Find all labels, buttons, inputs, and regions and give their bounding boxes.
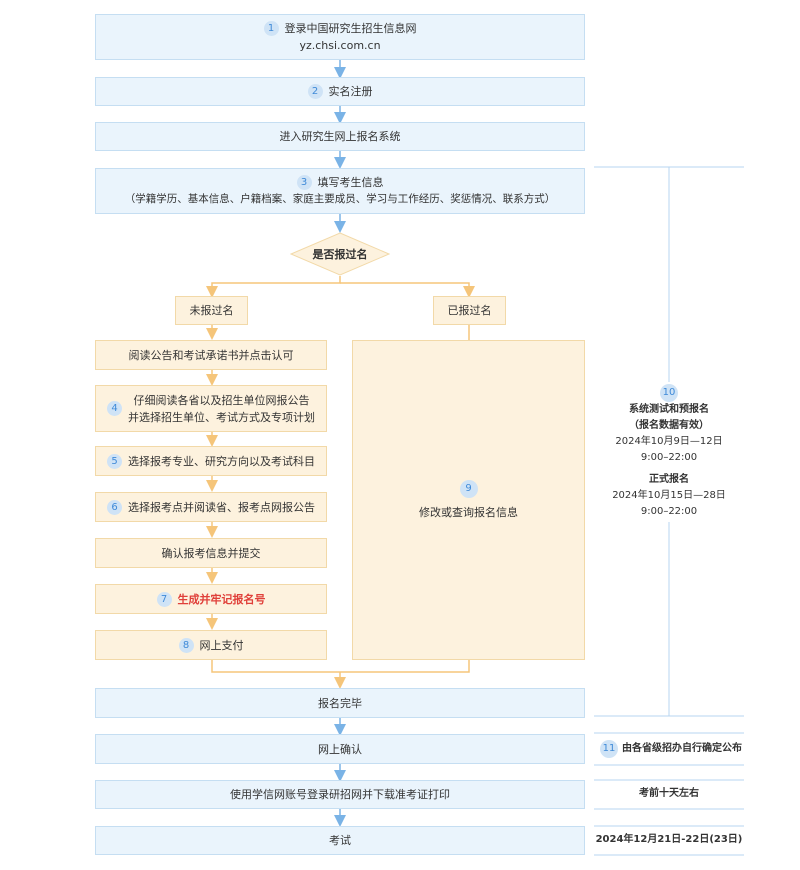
step-number-badge: 5 [107,453,122,469]
not-applied-box: 未报过名 [175,296,248,325]
step-read-province-box: 4 仔细阅读各省以及招生单位网报公告 并选择招生单位、考试方式及专项计划 [95,385,327,432]
confirm-submit-label: 确认报考信息并提交 [161,546,261,560]
not-applied-label: 未报过名 [189,304,234,317]
branch-right [340,282,475,298]
step-number-badge: 11 [600,740,618,758]
registration-done-label: 报名完毕 [318,696,362,710]
step-fill-info-box: 3 填写考生信息 （学籍学历、基本信息、户籍档案、家庭主要成员、学习与工作经历、… [95,168,585,214]
formal-period-date: 2024年10月15日—28日 [612,490,726,501]
decision-label: 是否报过名 [312,248,368,261]
read-notice-label: 阅读公告和考试承诺书并点击认可 [128,348,294,362]
step-login-box: 1 登录中国研究生招生信息网 yz.chsi.com.cn [95,14,585,60]
step-number-badge: 1 [263,21,279,36]
step-number-badge: 3 [296,175,312,190]
test-period-date: 2024年10月9日—12日 [615,436,723,447]
step-login-title: 登录中国研究生招生信息网 [284,22,417,35]
step-choose-site-box: 6 选择报考点并阅读省、报考点网报公告 [95,492,327,522]
side-schedule-panel: 10 系统测试和预报名 （报名数据有效） 2024年10月9日—12日 9:00… [604,382,734,522]
applied-box: 已报过名 [433,296,506,325]
step-read-province-line1: 仔细阅读各省以及招生单位网报公告 [133,393,310,407]
step-modify-label: 修改或查询报名信息 [419,505,518,519]
merge-line [211,660,470,673]
step-fill-info-detail: （学籍学历、基本信息、户籍档案、家庭主要成员、学习与工作经历、奖惩情况、联系方式… [124,193,556,205]
step-number-badge: 9 [459,479,478,498]
step-enter-system-box: 进入研究生网上报名系统 [95,122,585,151]
step-choose-site-label: 选择报考点并阅读省、报考点网报公告 [128,500,315,514]
step-enter-system-label: 进入研究生网上报名系统 [279,130,401,143]
step-pay-label: 网上支付 [199,638,244,652]
test-period-title: 系统测试和预报名 [629,404,709,415]
branch-left [206,276,341,298]
step-choose-major-label: 选择报考专业、研究方向以及考试科目 [128,454,315,468]
step-number-badge: 4 [107,401,122,416]
print-time-note: 考前十天左右 [639,788,699,799]
step-pay-box: 8 网上支付 [95,630,327,660]
test-period-note: （报名数据有效） [629,420,709,431]
step-number-badge: 10 [660,384,678,402]
exam-date-note: 2024年12月21日-22日(23日) [595,834,743,845]
online-confirm-label: 网上确认 [318,742,362,756]
applied-label: 已报过名 [447,304,492,317]
step-read-province-line2: 并选择招生单位、考试方式及专项计划 [128,410,315,424]
website-url: yz.chsi.com.cn [299,39,381,52]
step-generate-number-box: 7 生成并牢记报名号 [95,584,327,614]
confirm-submit-box: 确认报考信息并提交 [95,538,327,568]
step-fill-info-title: 填写考生信息 [317,176,384,189]
formal-period-title: 正式报名 [649,474,689,485]
decision-diamond: 是否报过名 [290,232,390,276]
print-ticket-box: 使用学信网账号登录研招网并下载准考证打印 [95,780,585,809]
test-period-time: 9:00–22:00 [640,452,698,463]
step-number-badge: 2 [307,84,323,99]
print-ticket-label: 使用学信网账号登录研招网并下载准考证打印 [230,788,450,801]
step-number-badge: 6 [107,499,122,515]
step-register-label: 实名注册 [328,85,373,98]
step-generate-number-label: 生成并牢记报名号 [177,592,266,606]
step-register-box: 2 实名注册 [95,77,585,106]
exam-box: 考试 [95,826,585,855]
registration-done-box: 报名完毕 [95,688,585,718]
step-choose-major-box: 5 选择报考专业、研究方向以及考试科目 [95,446,327,476]
step-modify-box: 9 修改或查询报名信息 [352,340,585,660]
online-confirm-note-text: 由各省级招办自行确定公布 [622,743,742,754]
exam-label: 考试 [329,834,351,847]
online-confirm-note: 11 由各省级招办自行确定公布 [596,740,746,758]
online-confirm-box: 网上确认 [95,734,585,764]
step-number-badge: 8 [178,637,194,653]
step-number-badge: 7 [156,591,172,607]
formal-period-time: 9:00–22:00 [640,506,698,517]
read-notice-box: 阅读公告和考试承诺书并点击认可 [95,340,327,370]
